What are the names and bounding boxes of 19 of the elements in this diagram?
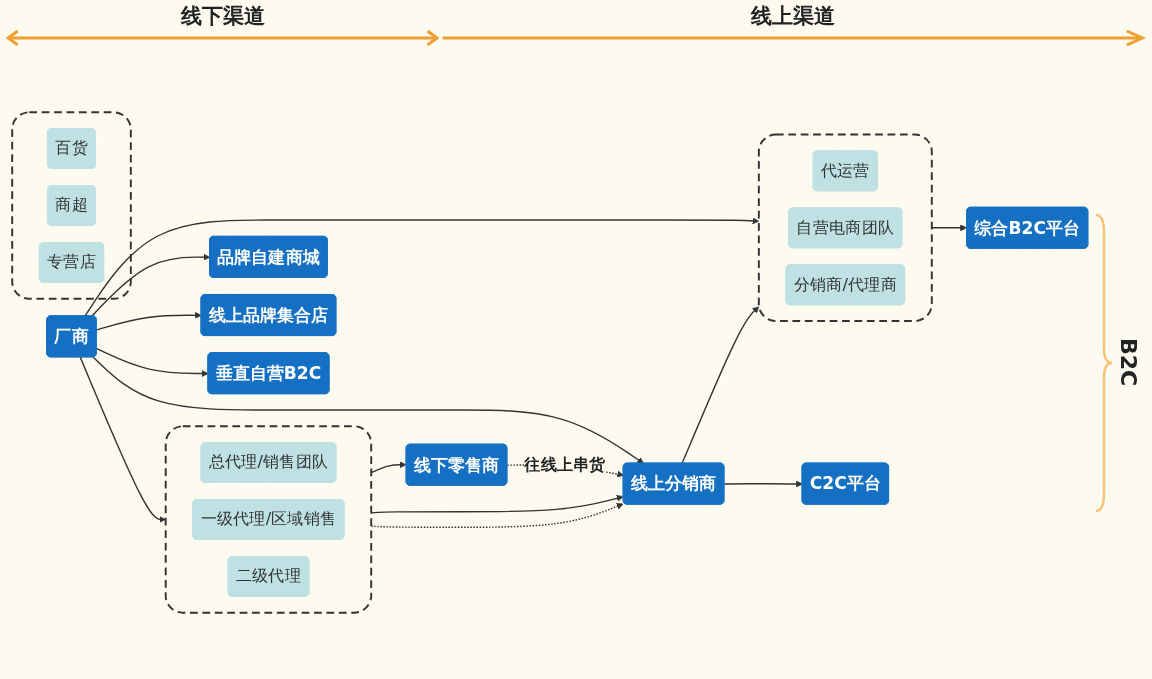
arrow [370, 503, 624, 528]
arrow [370, 461, 407, 474]
arrow [92, 356, 644, 464]
arrow [681, 306, 760, 464]
cluster [11, 111, 132, 300]
edge-label: 往线上串货 [524, 454, 606, 474]
cluster [164, 425, 373, 614]
channel-heading: 线上渠道 [750, 3, 835, 30]
arrow [96, 311, 202, 331]
arrow [96, 347, 209, 377]
arrow [91, 253, 211, 317]
arrow [723, 480, 803, 488]
bracket-label: B2C [1116, 338, 1141, 387]
channel-heading: 线下渠道 [180, 3, 265, 30]
arrow [84, 217, 760, 317]
cluster [757, 133, 933, 322]
arrow [370, 494, 624, 514]
arrow [79, 356, 166, 523]
arrow [931, 224, 967, 232]
